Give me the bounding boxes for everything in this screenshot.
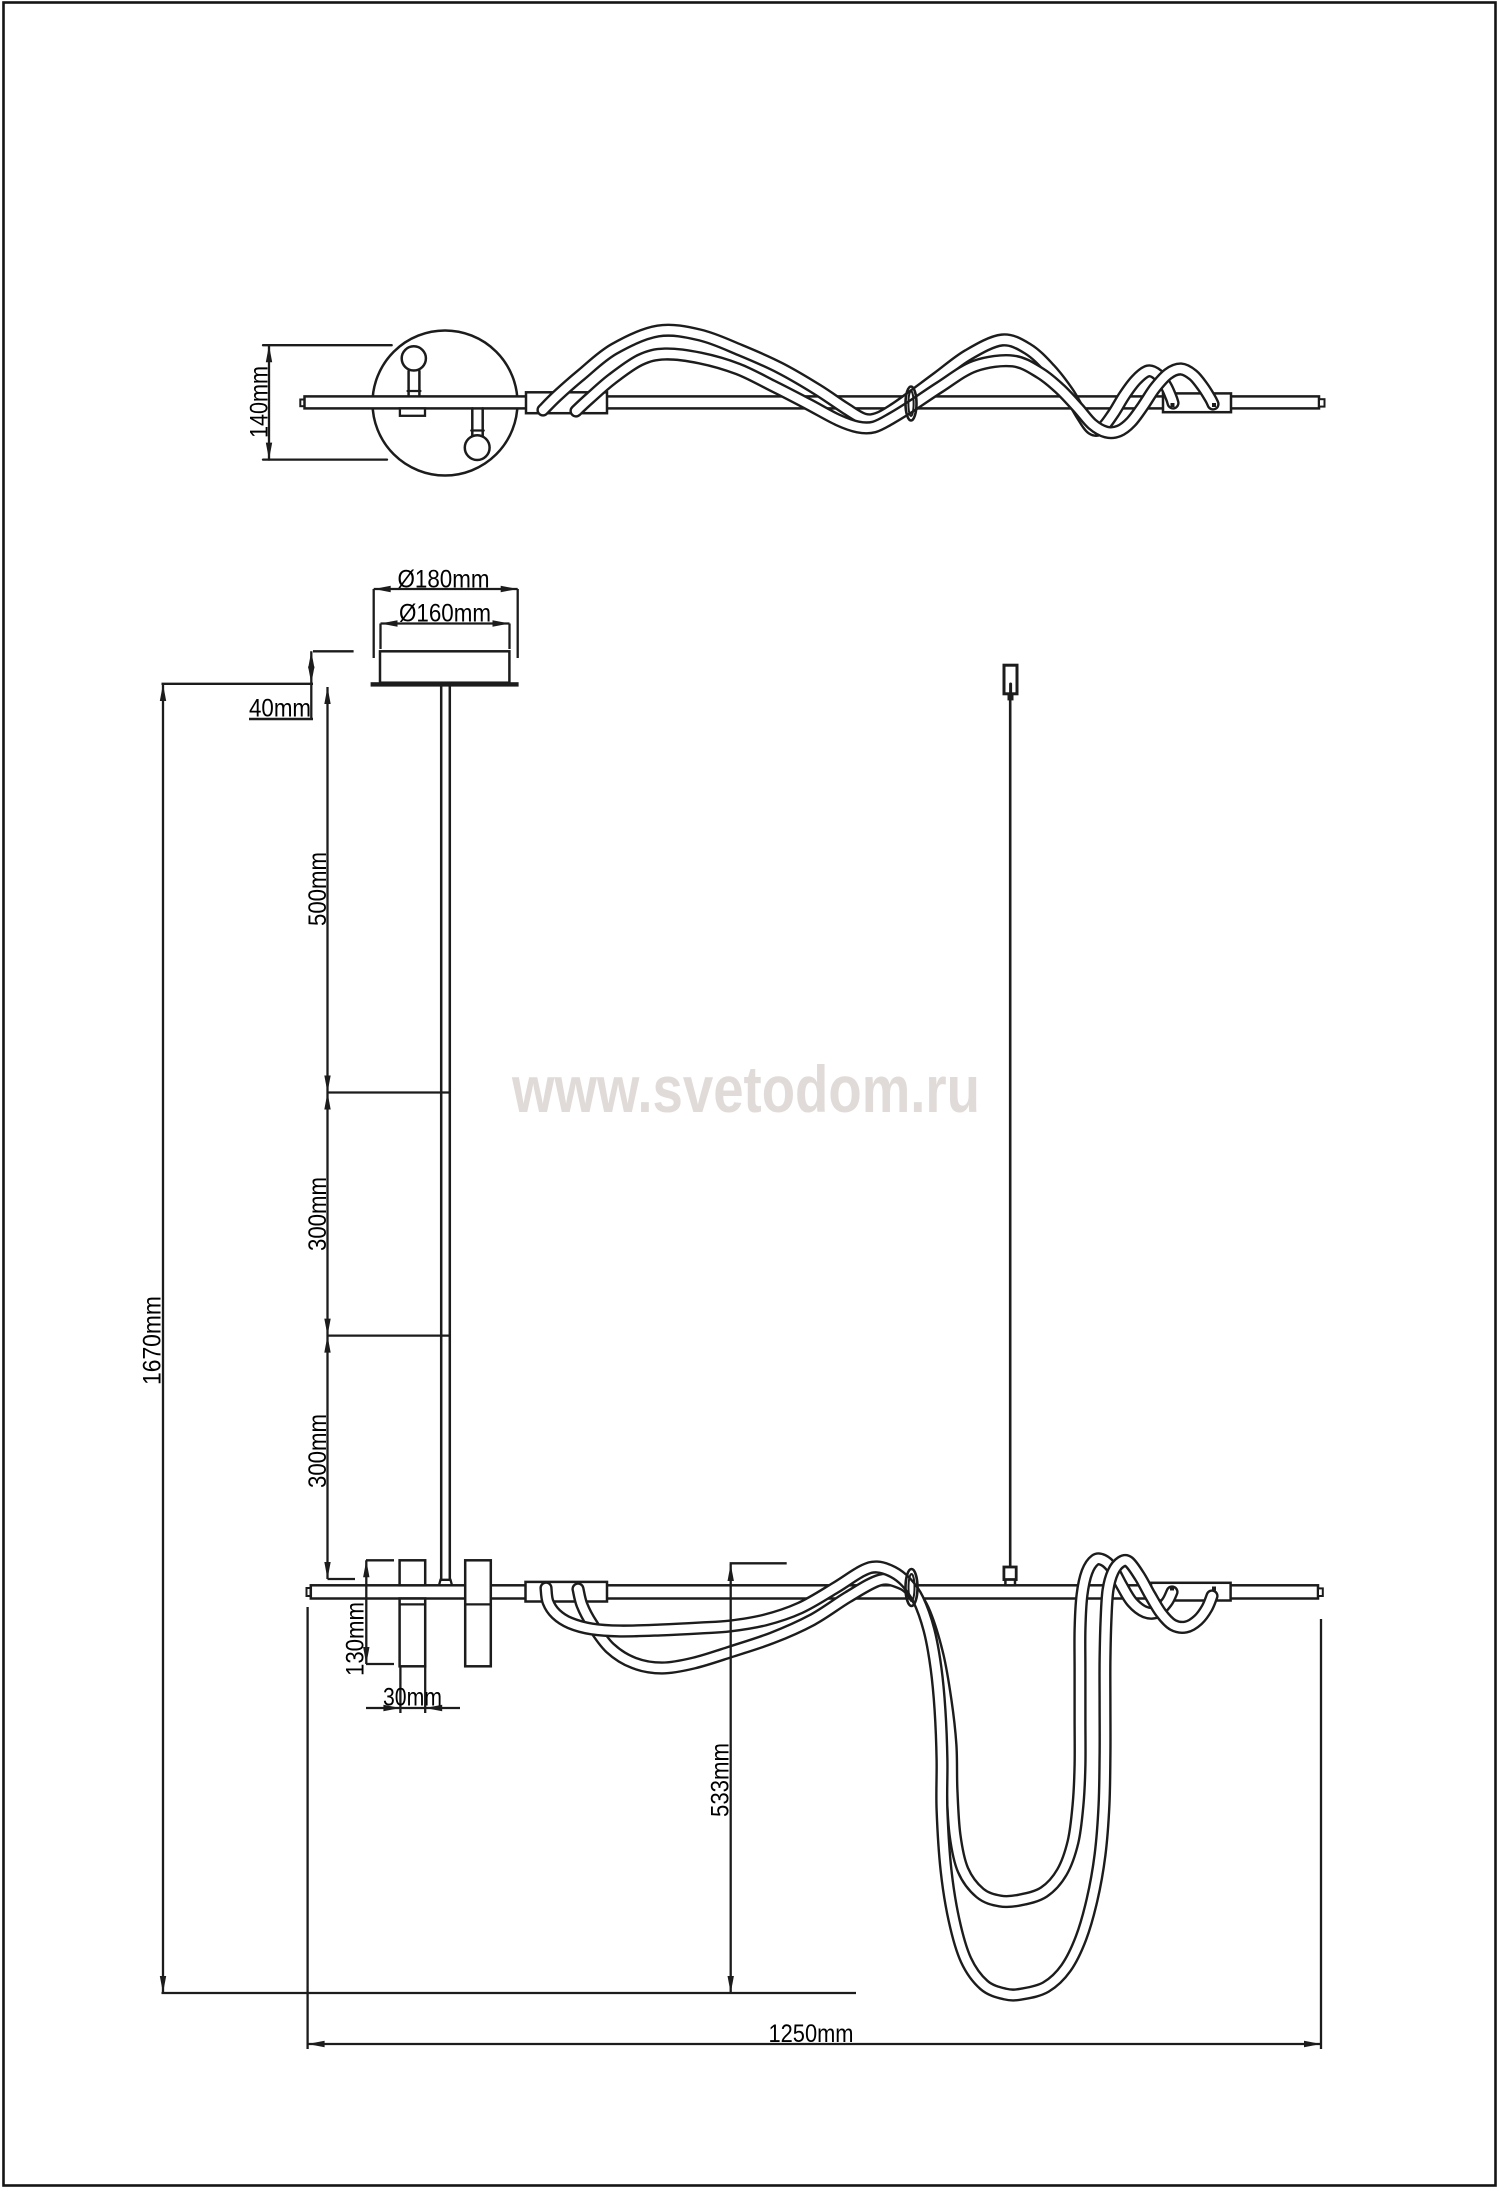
- svg-text:500mm: 500mm: [304, 852, 332, 926]
- svg-text:140mm: 140mm: [246, 366, 274, 438]
- svg-text:Ø180mm: Ø180mm: [398, 566, 490, 594]
- svg-text:130mm: 130mm: [342, 1602, 370, 1676]
- svg-text:1250mm: 1250mm: [769, 2020, 854, 2048]
- svg-text:533mm: 533mm: [707, 1743, 735, 1817]
- svg-text:www.svetodom.ru: www.svetodom.ru: [511, 1052, 980, 1126]
- svg-text:300mm: 300mm: [304, 1414, 332, 1488]
- svg-text:30mm: 30mm: [383, 1684, 442, 1712]
- svg-text:Ø160mm: Ø160mm: [399, 600, 491, 628]
- svg-text:40mm: 40mm: [249, 695, 311, 723]
- svg-text:1670mm: 1670mm: [139, 1296, 167, 1385]
- svg-text:300mm: 300mm: [304, 1177, 332, 1251]
